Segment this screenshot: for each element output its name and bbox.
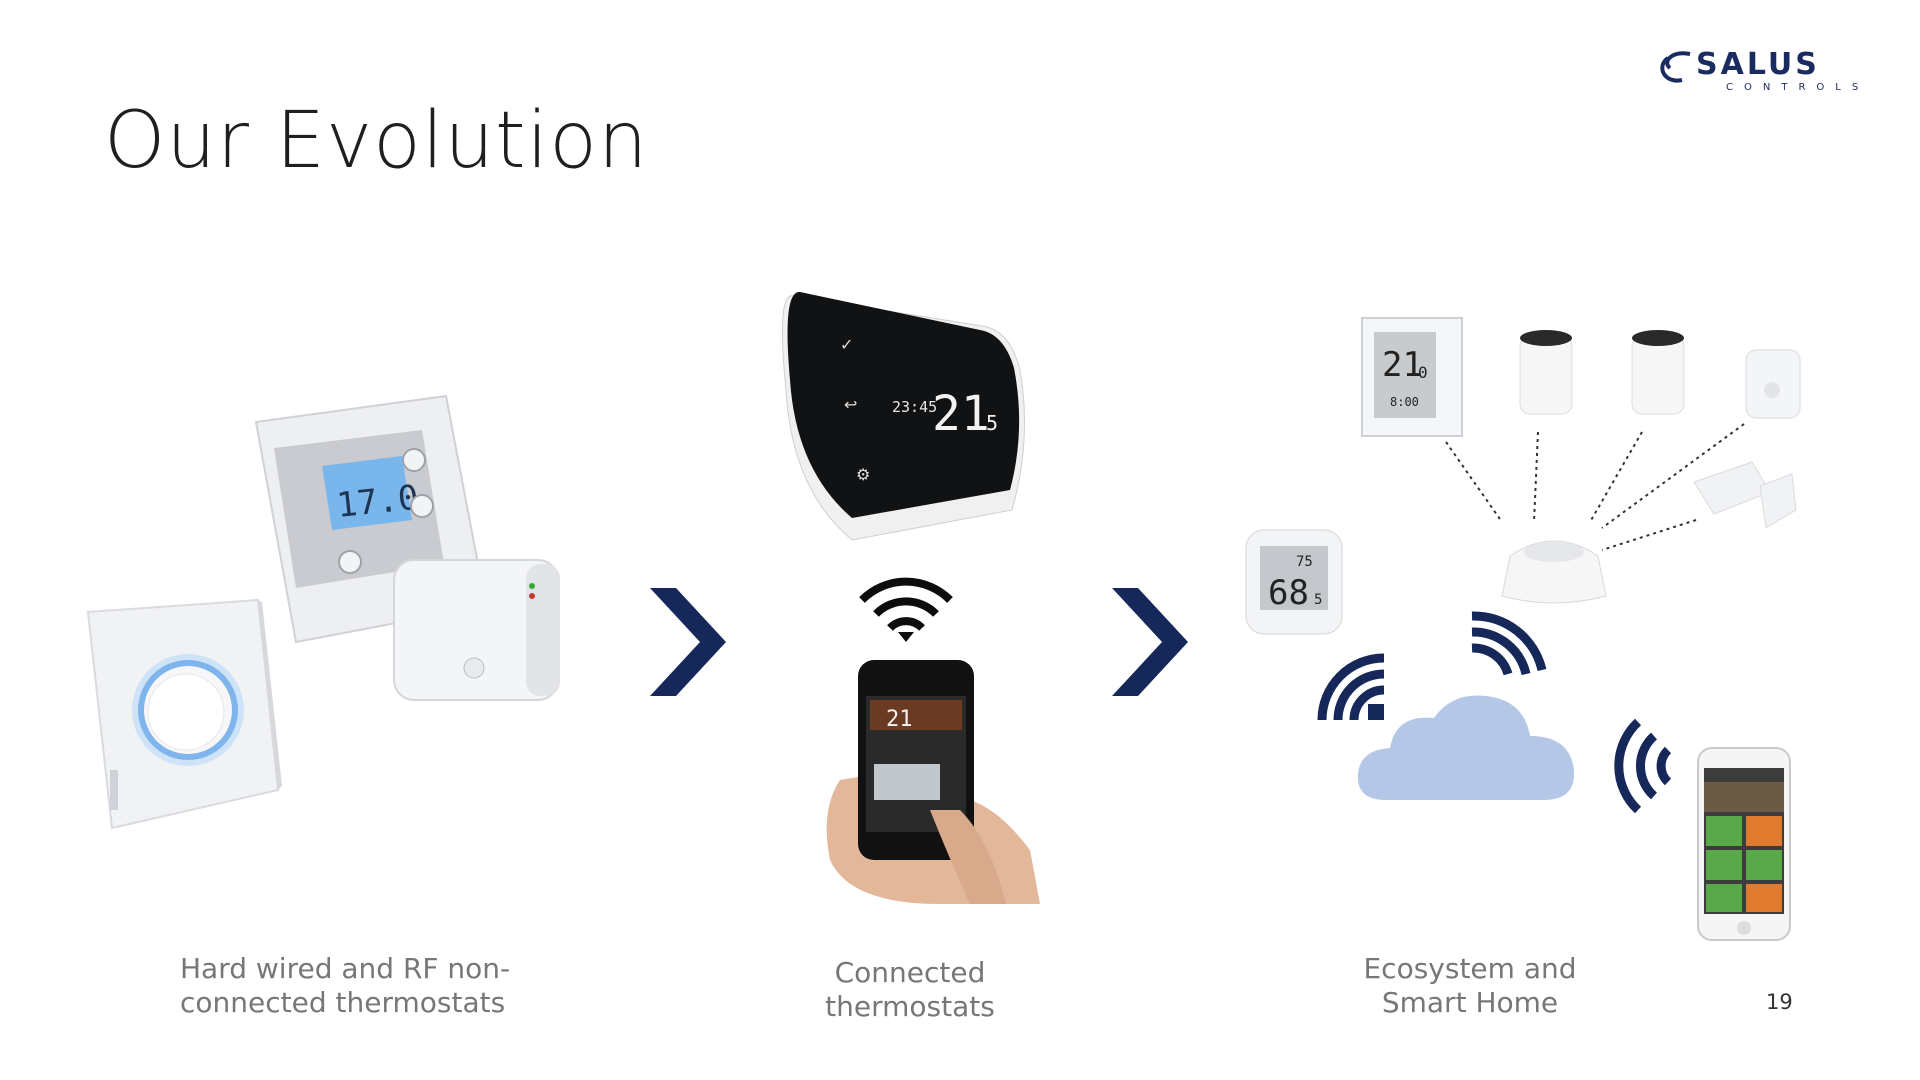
salus-logo: SALUS CONTROLS	[1660, 47, 1869, 93]
rf-display-value: 17.0	[335, 478, 421, 526]
hub-thermostat-temp: 21	[1382, 345, 1423, 385]
phone-temp: 21	[886, 707, 913, 732]
hub-thermostat-time: 8:00	[1390, 395, 1419, 409]
connected-time: 23:45	[892, 398, 937, 416]
wifi-icon	[1614, 718, 1672, 814]
svg-text:✓: ✓	[840, 335, 853, 354]
humidity-main: 68	[1268, 573, 1309, 613]
hub-thermostat-decimal: 0	[1418, 363, 1428, 382]
connected-thermostat-image: 23:45 21 5 ✓ ↩ ⚙	[781, 291, 1025, 541]
caption-line: Smart Home	[1381, 986, 1559, 1019]
cloud-icon	[1357, 695, 1575, 800]
caption-line: Ecosystem and	[1363, 952, 1577, 985]
page-number: 19	[1766, 990, 1793, 1014]
caption-line: thermostats	[825, 990, 995, 1023]
rf-receiver-image	[393, 559, 560, 701]
radiator-valve-image	[1631, 330, 1685, 415]
dial-thermostat-image	[86, 598, 282, 830]
smartphone-app-image	[1697, 747, 1791, 941]
connection-lines	[1445, 423, 1745, 551]
wifi-icon	[1471, 611, 1547, 676]
svg-text:↩: ↩	[844, 395, 857, 414]
stage-caption-non-connected: Hard wired and RF non- connected thermos…	[180, 952, 520, 1020]
smart-plug-image	[1745, 349, 1801, 419]
chevron-right-icon	[650, 588, 726, 696]
gateway-hub-image	[1501, 540, 1607, 604]
wifi-icon	[859, 577, 953, 642]
connected-temp-decimal: 5	[986, 411, 998, 435]
connected-temp: 21	[932, 386, 990, 442]
caption-line: connected thermostats	[180, 986, 506, 1019]
humidity-sensor-image: 75 68 5	[1245, 529, 1343, 635]
caption-line: Connected	[834, 956, 986, 989]
svg-text:⚙: ⚙	[856, 465, 870, 484]
logo-brand: SALUS	[1696, 47, 1820, 82]
wall-thermostat-image: 21 0 8:00	[1361, 317, 1463, 437]
slide-title: Our Evolution	[104, 96, 649, 186]
chevron-right-icon	[1112, 588, 1188, 696]
wifi-icon	[1317, 653, 1385, 721]
logo-sub: CONTROLS	[1726, 82, 1869, 93]
humidity-decimal: 5	[1314, 592, 1322, 608]
door-sensor-image	[1693, 461, 1797, 529]
caption-line: Hard wired and RF non-	[180, 952, 511, 985]
radiator-valve-image	[1519, 330, 1573, 415]
stage-caption-ecosystem: Ecosystem and Smart Home	[1340, 952, 1600, 1020]
stage-caption-connected: Connected thermostats	[780, 956, 1040, 1024]
phone-in-hand-image: 21	[826, 660, 1040, 904]
humidity-top: 75	[1296, 554, 1313, 570]
